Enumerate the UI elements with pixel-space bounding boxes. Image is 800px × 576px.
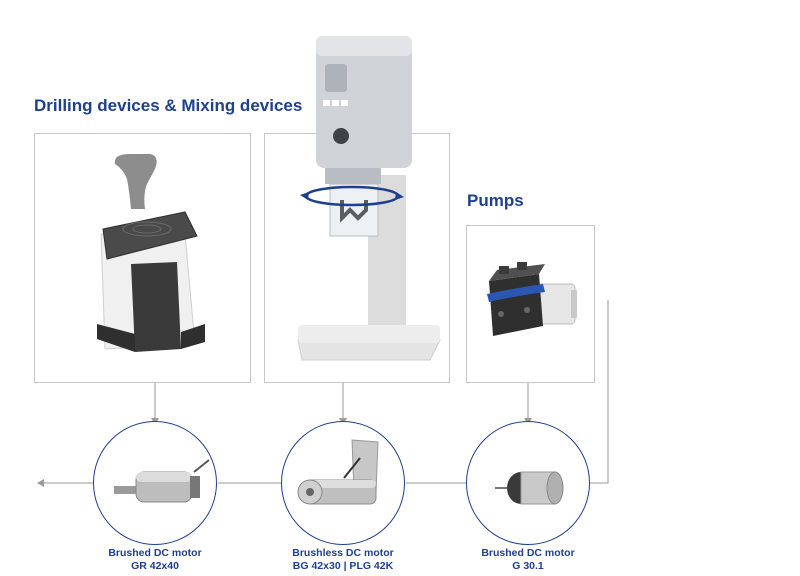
motor-image-g-30-1 [495,471,564,505]
motor-label-3: Brushed DC motor G 30.1 [438,547,618,573]
motor-circle-bg-42x30 [281,421,405,545]
motor-label-2-line1: Brushless DC motor [292,547,394,559]
motor-image-bg-42x30 [297,439,379,505]
motor-image-gr-42x40 [114,459,210,503]
motor-label-1: Brushed DC motor GR 42x40 [65,547,245,573]
connector-right-return [590,300,609,484]
motor-label-1-line1: Brushed DC motor [108,547,202,559]
motor-label-3-line1: Brushed DC motor [481,547,575,559]
motor-label-2: Brushless DC motor BG 42x30 | PLG 42K [253,547,433,573]
motor-label-3-line2: G 30.1 [512,560,544,572]
motor-circle-g-30-1 [466,421,590,545]
motor-circle-gr-42x40 [93,421,217,545]
drilling-device-image [97,154,205,352]
motor-label-1-line2: GR 42x40 [131,560,179,572]
mixing-device-box [264,133,450,383]
pump-box [466,225,595,383]
drilling-device-box [34,133,251,383]
pump-image [487,262,577,336]
heading-pumps: Pumps [467,191,524,210]
motor-label-2-line2: BG 42x30 | PLG 42K [292,560,394,572]
heading-drilling-mixing: Drilling devices & Mixing devices [34,96,303,115]
